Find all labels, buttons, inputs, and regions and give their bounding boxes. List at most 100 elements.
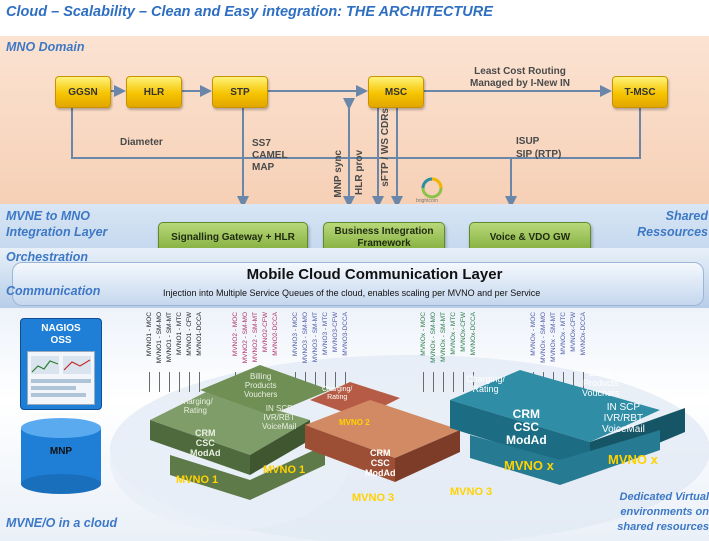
camel-label: CAMEL bbox=[252, 150, 288, 161]
service-queue-line bbox=[315, 372, 316, 392]
nagios-screenshot-thumb bbox=[27, 351, 95, 405]
service-queue-label: MVNO1-DCCA bbox=[196, 312, 203, 356]
mcc-subtitle: Injection into Multiple Service Queues o… bbox=[163, 288, 541, 298]
mvno1-crm-l1: CRM bbox=[195, 428, 216, 438]
brand-logo-icon bbox=[421, 177, 443, 199]
service-queue-line bbox=[433, 372, 434, 392]
map-label: MAP bbox=[252, 162, 275, 173]
service-queue-label: MVNO3 - MTC bbox=[322, 312, 329, 355]
service-queue-label: MVNOx - SM-MO bbox=[540, 312, 547, 363]
mvno3-label-a: MVNO 3 bbox=[352, 492, 395, 504]
shared-line2: Ressources bbox=[637, 225, 708, 239]
mcc-title: Mobile Cloud Communication Layer bbox=[246, 266, 503, 283]
orchestration-label: Orchestration bbox=[6, 250, 88, 264]
connection-lines bbox=[66, 85, 641, 208]
mvno1-charging-tile: Charging/ Rating bbox=[178, 397, 213, 415]
mvno2-charging-l1: Charging/ bbox=[322, 386, 353, 393]
service-queue-label: MVNO3-DCCA bbox=[342, 312, 349, 356]
mvno1-label-a: MVNO 1 bbox=[176, 474, 219, 486]
service-queue-label: MVNO2 - SM-MT bbox=[252, 312, 259, 363]
mvno1-crm-l3: ModAd bbox=[190, 448, 221, 458]
mvnox-crm-l3: ModAd bbox=[506, 433, 547, 447]
mvno1-in-l1: IN SCP bbox=[265, 404, 293, 413]
bif-line2: Framework bbox=[357, 238, 411, 249]
mvno1-charging-l2: Rating bbox=[183, 406, 207, 415]
oss-label: OSS bbox=[50, 335, 72, 346]
mvno1-cluster bbox=[150, 365, 330, 500]
mnp-sync-label: MNP sync bbox=[333, 150, 344, 198]
mvnox-in-tile: IN SCP IVR/RBT VoiceMail bbox=[602, 402, 645, 435]
nagios-title: NAGIOS OSS bbox=[21, 323, 101, 347]
mvnox-crm-tile: CRM CSC ModAd bbox=[506, 408, 547, 447]
mvnox-charging-l2: Rating bbox=[472, 384, 499, 394]
service-queue-label: MVNOx-CFW bbox=[460, 312, 467, 352]
page-title: Cloud – Scalability – Clean and Easy int… bbox=[6, 4, 493, 20]
service-queue-label: MVNO1 - MOC bbox=[146, 312, 153, 357]
service-queue-label: MVNO2-CFW bbox=[262, 312, 269, 353]
service-queue-line bbox=[463, 372, 464, 392]
mvnox-crm-l2: CSC bbox=[513, 420, 539, 434]
isup-label: ISUP bbox=[516, 136, 540, 147]
mnp-label: MNP bbox=[49, 446, 73, 457]
mvno3-crm-l1: CRM bbox=[370, 448, 391, 458]
integration-label-line1: MVNE to MNO bbox=[6, 209, 91, 223]
mvno2-label: MVNO 2 bbox=[339, 418, 370, 427]
service-queue-label: MVNOx - MTC bbox=[560, 312, 567, 355]
service-queue-line bbox=[443, 372, 444, 392]
service-queue-line bbox=[583, 372, 584, 392]
lcr-line1: Least Cost Routing bbox=[474, 66, 566, 77]
mvno3-crm-tile: CRM CSC ModAd bbox=[365, 448, 396, 478]
service-queue-label: MVNO3-CFW bbox=[332, 312, 339, 353]
service-queue-line bbox=[345, 372, 346, 392]
service-queue-line bbox=[423, 372, 424, 392]
hlr-node: HLR bbox=[126, 76, 182, 108]
service-queue-line bbox=[159, 372, 160, 392]
service-queue-line bbox=[189, 372, 190, 392]
mvnox-in-l1: IN SCP bbox=[606, 402, 641, 413]
dedicated-line1: Dedicated Virtual bbox=[619, 491, 709, 503]
service-queue-line bbox=[179, 372, 180, 392]
service-queue-label: MVNOx - MTC bbox=[450, 312, 457, 355]
mvnox-billing-l1: Billing bbox=[588, 368, 613, 378]
logo-caption: brightcom bbox=[416, 198, 438, 204]
integration-label: MVNE to MNO Integration Layer bbox=[6, 208, 107, 240]
service-queue-label: MVNOx - SM-MT bbox=[550, 312, 557, 362]
mno-domain-label: MNO Domain bbox=[6, 40, 85, 54]
service-queue-label: MVNOx-CFW bbox=[570, 312, 577, 352]
service-queue-label: MVNOx - MOC bbox=[420, 312, 427, 356]
mobile-cloud-layer bbox=[12, 262, 704, 306]
sip-label: SIP (RTP) bbox=[516, 149, 562, 160]
mvno3-label-b: MVNO 3 bbox=[450, 486, 493, 498]
service-queue-label: MVNOx - SM-MT bbox=[440, 312, 447, 362]
mvnox-label-a: MVNO x bbox=[504, 458, 554, 473]
shared-line1: Shared bbox=[665, 209, 708, 223]
service-queue-label: MVNO1 - CFW bbox=[186, 312, 193, 356]
service-queue-line bbox=[149, 372, 150, 392]
mvnox-crm-l1: CRM bbox=[512, 407, 540, 421]
service-queue-label: MVNO1 - SM-MT bbox=[166, 312, 173, 363]
mvnox-in-l3: VoiceMail bbox=[602, 424, 645, 435]
ggsn-node: GGSN bbox=[55, 76, 111, 108]
dedicated-note: Dedicated Virtual environments on shared… bbox=[606, 490, 709, 535]
mvnox-billing-tile: Billing Products Vouchers bbox=[582, 368, 620, 398]
shared-resources-label: Shared Ressources bbox=[636, 208, 708, 240]
mvno3-cluster bbox=[305, 382, 460, 482]
nagios-oss-panel: NAGIOS OSS bbox=[20, 318, 102, 410]
service-queue-label: MVNOx - MOC bbox=[530, 312, 537, 356]
service-queue-line bbox=[325, 372, 326, 392]
service-queue-label: MVNO1 - SM-MO bbox=[156, 312, 163, 364]
service-queue-line bbox=[199, 372, 200, 392]
mvno2-charging-l2: Rating bbox=[327, 394, 348, 401]
mvnox-charging-l1: Charging/ bbox=[466, 374, 506, 384]
mvno1-billing-l1: Billing bbox=[250, 372, 272, 381]
stp-node: STP bbox=[212, 76, 268, 108]
mnp-database-icon bbox=[21, 418, 101, 494]
mvno1-in-l2: IVR/RBT bbox=[263, 413, 295, 422]
mvno1-charging-l1: Charging/ bbox=[178, 397, 213, 406]
mvnox-label-b: MVNO x bbox=[608, 452, 658, 467]
mvno1-in-l3: VoiceMail bbox=[262, 422, 297, 431]
service-queue-line bbox=[563, 372, 564, 392]
mvne-cloud-label: MVNE/O in a cloud bbox=[6, 516, 118, 530]
service-queue-line bbox=[573, 372, 574, 392]
service-queue-label: MVNO3 - SM-MT bbox=[312, 312, 319, 363]
